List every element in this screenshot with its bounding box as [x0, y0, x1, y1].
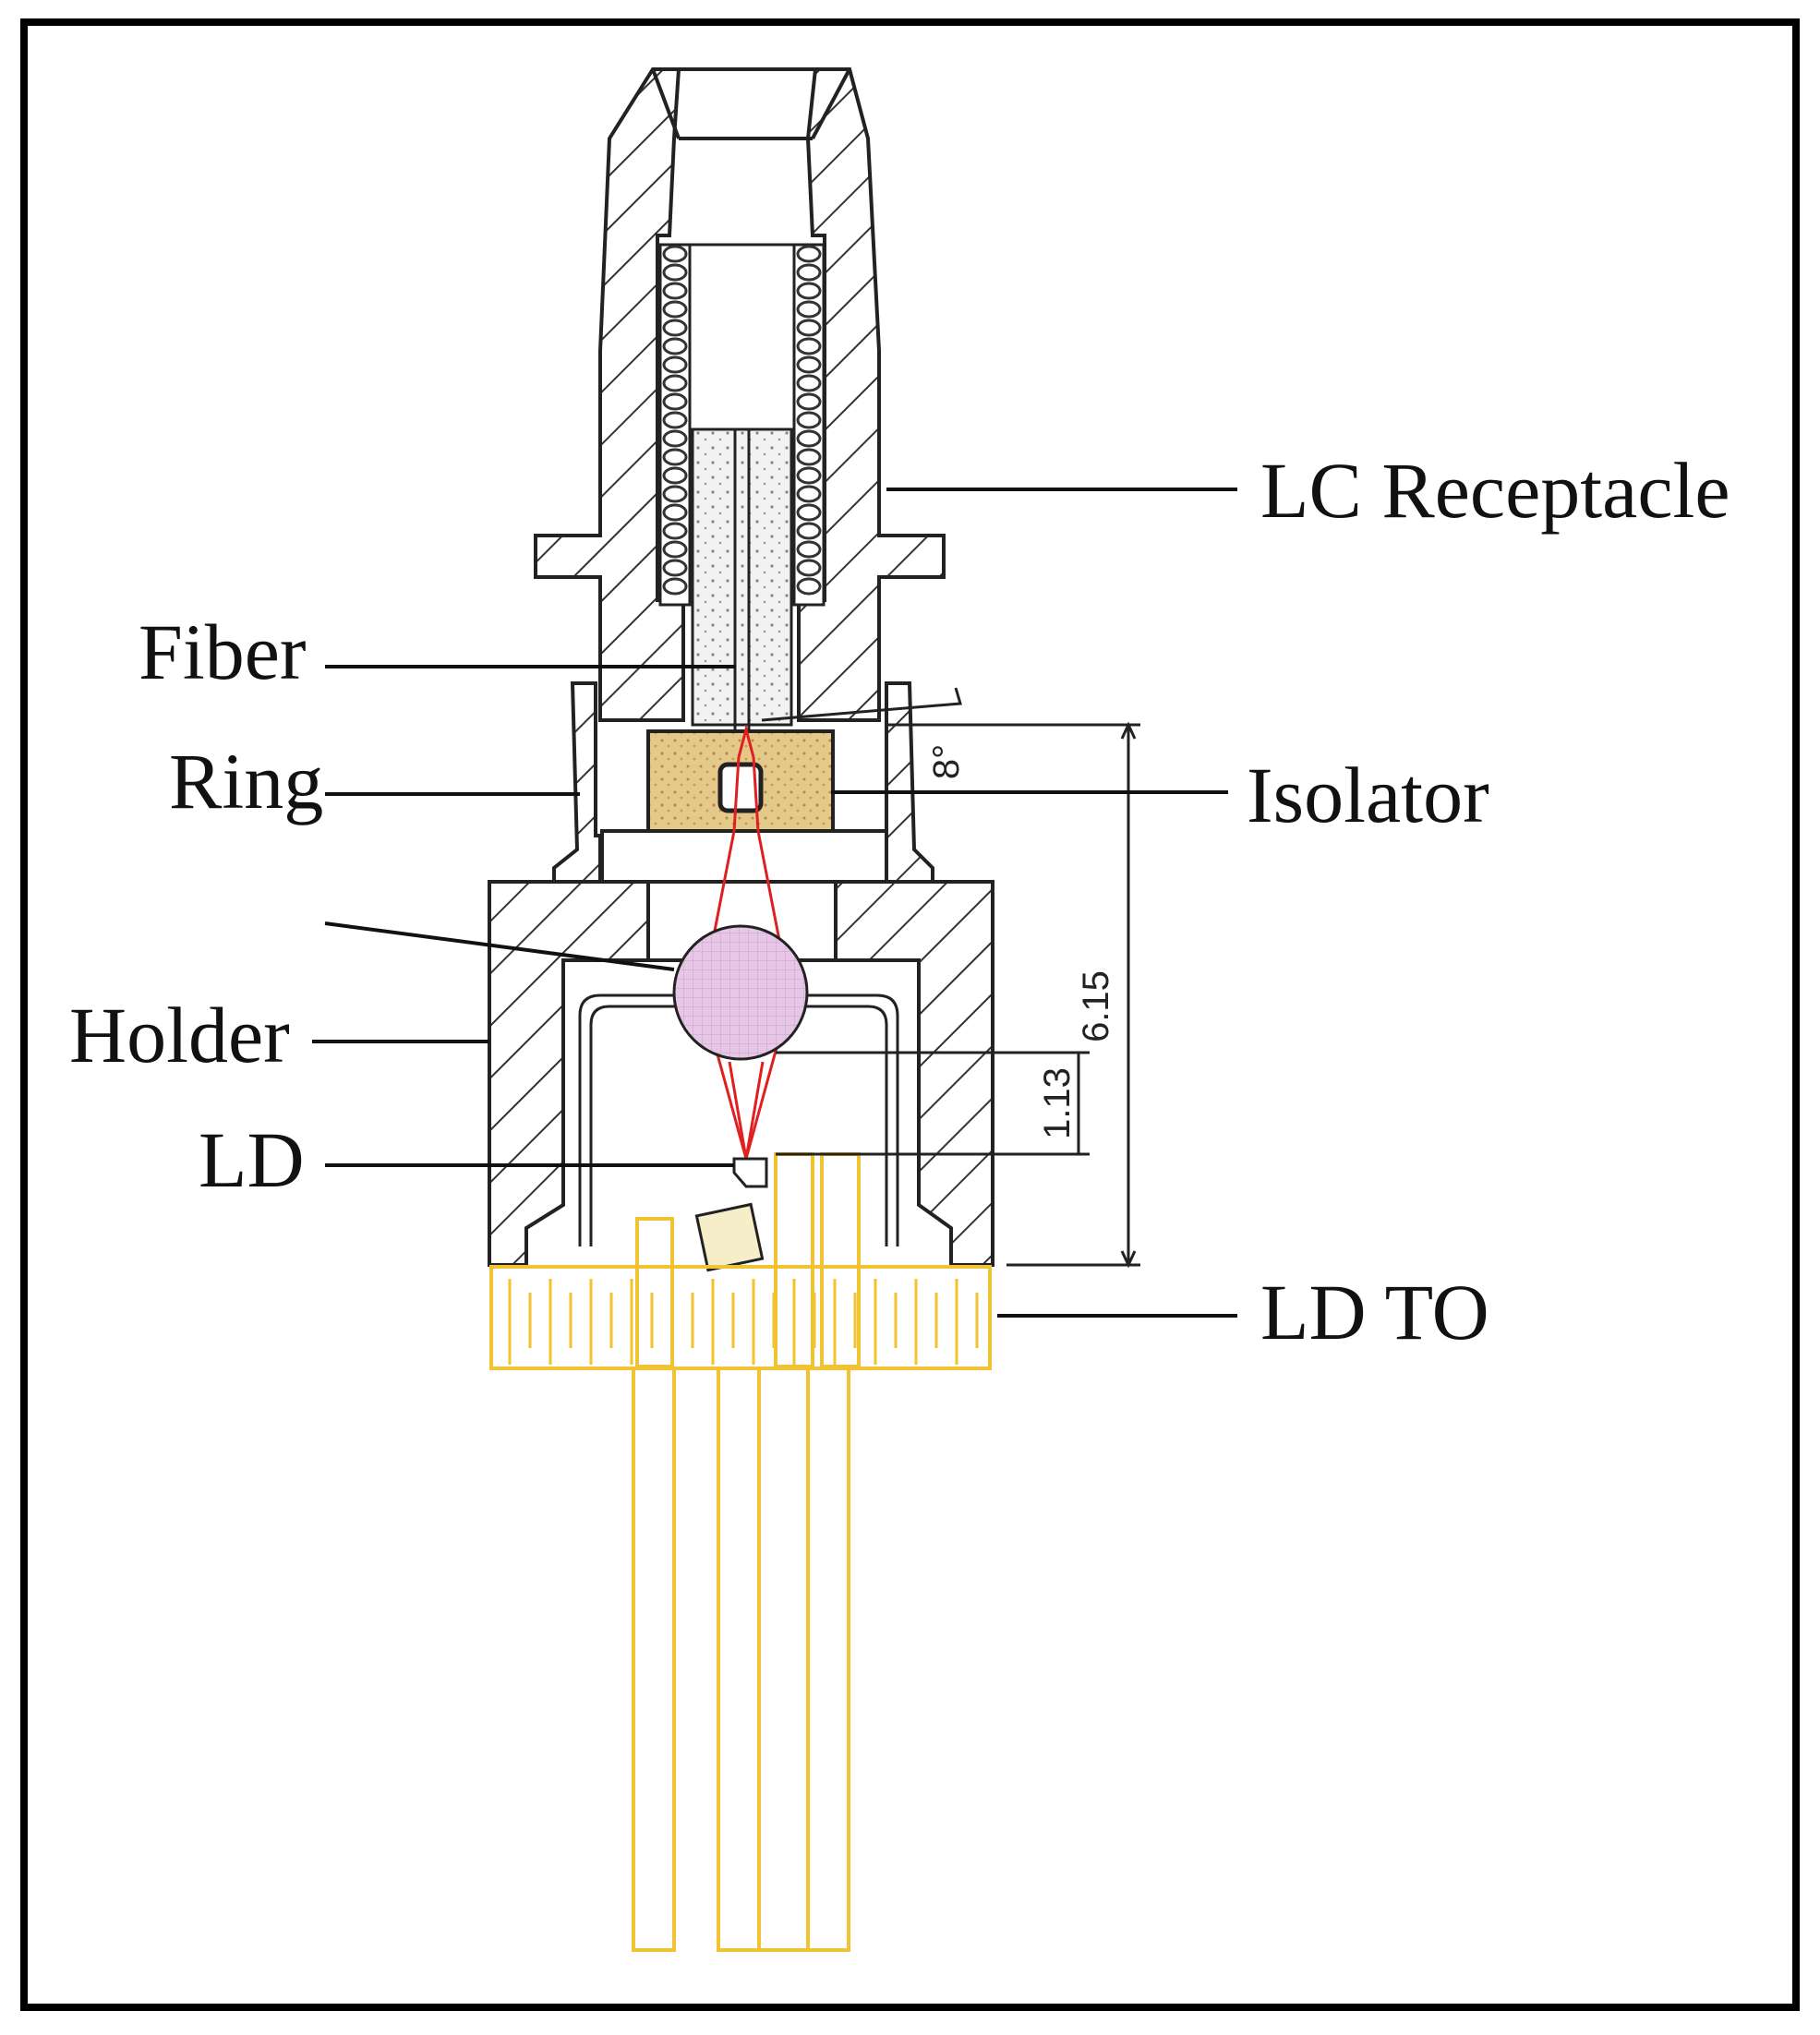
ld-to-header — [489, 1152, 992, 1952]
label-holder: Holder — [69, 991, 290, 1079]
spring-coil — [796, 355, 822, 374]
pin-3 — [806, 1367, 850, 1952]
label-lc-receptacle: LC Receptacle — [1260, 446, 1730, 535]
spring-coil — [662, 466, 688, 485]
spring-coil — [796, 263, 822, 282]
spring-coil — [796, 540, 822, 559]
spring-coil — [662, 337, 688, 355]
spring-coil — [662, 559, 688, 577]
pin-1 — [632, 1367, 676, 1952]
spring-coil — [662, 448, 688, 466]
spring-coil — [796, 577, 822, 596]
dimension-lines — [761, 687, 1140, 1269]
spring-coil — [662, 522, 688, 540]
spring-coil — [662, 485, 688, 503]
dim-ld-height: 1.13 — [1037, 1067, 1078, 1139]
label-ring: Ring — [169, 737, 323, 825]
spring-coil — [662, 300, 688, 319]
spring-coil — [796, 245, 822, 263]
spring-coil — [796, 503, 822, 522]
spring-coil — [662, 577, 688, 596]
spring-coil — [662, 263, 688, 282]
figure-frame — [20, 18, 1800, 2011]
spring-coil — [796, 411, 822, 429]
spring-coil — [796, 448, 822, 466]
spring-coil — [662, 245, 688, 263]
spring-coil — [796, 319, 822, 337]
spring-coil — [662, 540, 688, 559]
spring-coil — [662, 392, 688, 411]
lc-receptacle — [534, 67, 946, 729]
leader-lines — [312, 488, 1237, 1318]
spring-coil — [796, 559, 822, 577]
label-ld: LD — [199, 1115, 305, 1204]
spring-coil — [662, 282, 688, 300]
spring-coil — [796, 282, 822, 300]
spring-coil — [796, 374, 822, 392]
spring-coil — [662, 503, 688, 522]
spring-coil — [662, 411, 688, 429]
spring-coil — [796, 337, 822, 355]
label-isolator: Isolator — [1247, 751, 1489, 839]
spring-coil — [796, 466, 822, 485]
spring-coil — [662, 374, 688, 392]
label-ld-to: LD TO — [1260, 1268, 1489, 1356]
label-fiber: Fiber — [139, 608, 307, 696]
monitor-chip — [694, 1202, 765, 1272]
ferrule — [691, 427, 793, 727]
pin-2 — [717, 1367, 761, 1952]
spring-coil — [662, 429, 688, 448]
spring-coil — [796, 300, 822, 319]
ld-chip — [732, 1157, 768, 1188]
spring-coil — [796, 429, 822, 448]
ball-lens — [672, 924, 809, 1061]
spring-coil — [662, 319, 688, 337]
dim-total-height: 6.15 — [1076, 970, 1116, 1042]
ferrule-sleeve — [658, 243, 826, 607]
spring-coil — [796, 485, 822, 503]
spring-coil — [796, 392, 822, 411]
spring-coil — [662, 355, 688, 374]
spring-coil — [796, 522, 822, 540]
dim-angle: 8° — [926, 744, 967, 779]
isolator-base — [600, 829, 888, 888]
